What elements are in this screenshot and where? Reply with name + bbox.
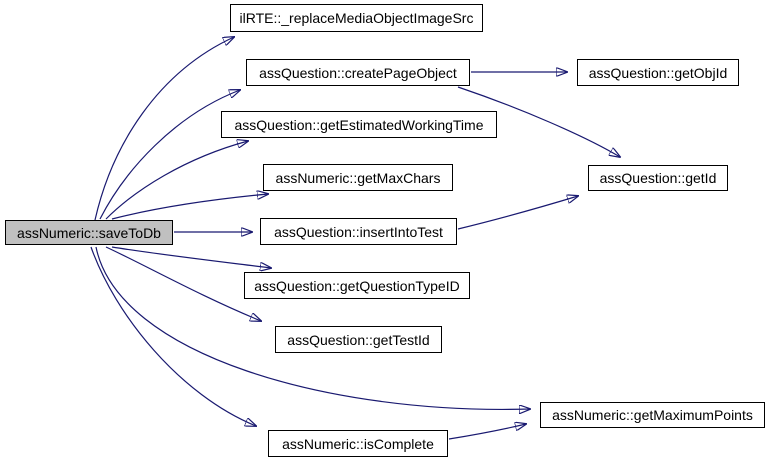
node-create-page-object-label: assQuestion::createPageObject [259,64,457,81]
edge-saveToDb-to-isComplete [90,246,256,426]
node-get-maximum-points-label: assNumeric::getMaximumPoints [552,407,753,423]
edge-saveToDb-to-getMaximumPoints [95,246,530,409]
node-get-id-label: assQuestion::getId [599,170,717,186]
node-get-max-chars[interactable]: assNumeric::getMaxChars [263,164,453,191]
edge-insertIntoTest-to-getId [457,196,578,230]
node-get-test-id-label: assQuestion::getTestId [287,331,430,348]
node-get-obj-id[interactable]: assQuestion::getObjId [577,59,739,86]
edge-saveToDb-to-getTestId [105,246,261,321]
node-get-obj-id-label: assQuestion::getObjId [588,64,728,81]
node-get-test-id[interactable]: assQuestion::getTestId [275,326,442,353]
node-save-to-db-label: assNumeric::saveToDb [17,224,161,241]
node-get-id[interactable]: assQuestion::getId [588,165,728,191]
node-save-to-db[interactable]: assNumeric::saveToDb [5,220,173,245]
edge-createPageObject-to-getId [457,86,620,157]
edge-saveToDb-to-getQuestionTypeID [111,246,271,268]
node-get-question-type-id-label: assQuestion::getQuestionTypeID [254,277,460,294]
node-replace-media-object-image-src-label: ilRTE::_replaceMediaObjectImageSrc [239,10,474,26]
node-get-estimated-working-time[interactable]: assQuestion::getEstimatedWorkingTime [221,111,497,138]
edge-saveToDb-to-getMaxChars [111,194,268,220]
node-create-page-object[interactable]: assQuestion::createPageObject [246,59,470,86]
node-get-max-chars-label: assNumeric::getMaxChars [275,169,441,186]
edge-saveToDb-to-replaceMediaObjectImageSrc [94,37,234,221]
node-get-estimated-working-time-label: assQuestion::getEstimatedWorkingTime [234,116,484,133]
edge-saveToDb-to-getEstimatedWorkingTime [105,141,248,220]
node-insert-into-test-label: assQuestion::insertIntoTest [274,223,443,240]
node-get-question-type-id[interactable]: assQuestion::getQuestionTypeID [244,272,470,299]
node-get-maximum-points[interactable]: assNumeric::getMaximumPoints [540,402,765,428]
node-replace-media-object-image-src[interactable]: ilRTE::_replaceMediaObjectImageSrc [230,4,483,32]
edge-saveToDb-to-createPageObject [99,90,240,220]
node-insert-into-test[interactable]: assQuestion::insertIntoTest [260,218,457,245]
edge-isComplete-to-getMaximumPoints [448,424,526,440]
node-is-complete-label: assNumeric::isComplete [282,435,434,452]
node-is-complete[interactable]: assNumeric::isComplete [268,430,448,457]
